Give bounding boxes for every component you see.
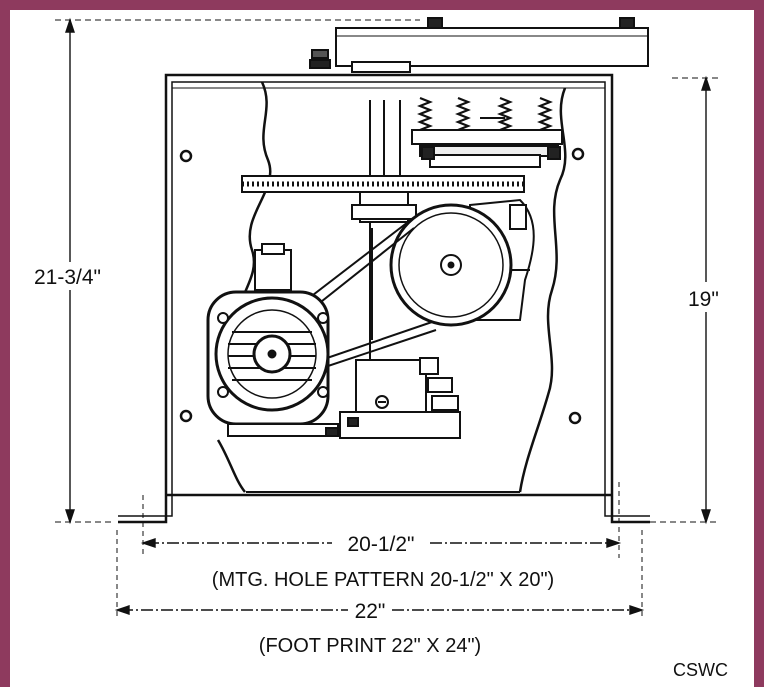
dimension-labels: 21-3/4" 19" 20-1/2" (MTG. HOLE PATTERN 2… — [34, 266, 728, 680]
hole-width-label: 20-1/2" — [348, 533, 415, 556]
credit-label: CSWC — [673, 660, 728, 680]
electric-motor — [206, 243, 339, 437]
footprint-note: (FOOT PRINT 22" X 24") — [259, 635, 481, 657]
top-mounting-plate — [309, 17, 649, 73]
hole-pattern-note: (MTG. HOLE PATTERN 20-1/2" X 20") — [212, 569, 554, 591]
housing-height-label: 19" — [688, 288, 719, 311]
limit-switch-block — [325, 357, 461, 439]
mounting-holes — [179, 147, 585, 425]
overall-height-label: 21-3/4" — [34, 266, 101, 289]
vertical-shafts — [369, 100, 401, 360]
drawing-sheet: 21-3/4" 19" 20-1/2" (MTG. HOLE PATTERN 2… — [10, 10, 754, 687]
foot-width-label: 22" — [355, 600, 386, 623]
large-gear — [241, 175, 525, 223]
technical-drawing: 21-3/4" 19" 20-1/2" (MTG. HOLE PATTERN 2… — [34, 17, 728, 680]
spring-clutch-assembly — [411, 96, 563, 168]
dimension-lines — [55, 17, 720, 620]
housing — [118, 73, 650, 524]
large-pulley — [389, 203, 513, 327]
